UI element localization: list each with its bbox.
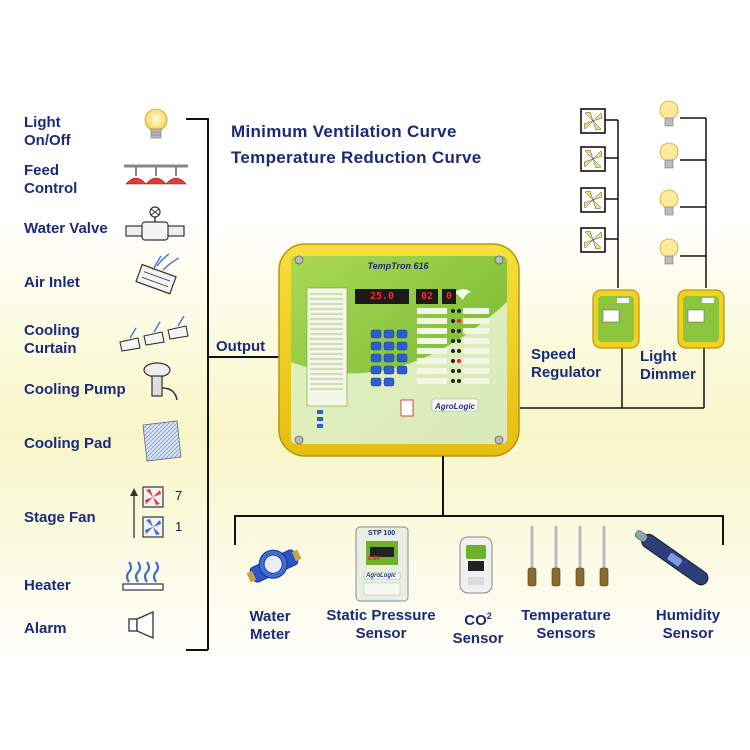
light-bulb-icon xyxy=(144,108,168,139)
stage-fan-top-number: 7 xyxy=(175,488,183,503)
display-a: 02 xyxy=(416,289,438,304)
light-dimmer-icon xyxy=(677,289,725,349)
output-label: Output xyxy=(216,338,266,355)
stage-fan-arrow-icon xyxy=(130,488,138,538)
stage-fan-1-icon xyxy=(142,516,164,538)
controller-logo: AgroLogic xyxy=(435,402,475,411)
label-alarm: Alarm xyxy=(24,620,67,637)
cooling-pump-icon xyxy=(143,362,178,401)
water-valve-icon xyxy=(125,206,185,241)
dimmer-bulb-icon-2 xyxy=(659,142,679,169)
label-stage-fan: Stage Fan xyxy=(24,509,96,526)
controller-brand: TempTron 616 xyxy=(367,261,429,271)
fan-icon-4 xyxy=(580,227,606,253)
label-water-valve: Water Valve xyxy=(24,220,108,237)
dimmer-bulb-icon-3 xyxy=(659,189,679,216)
dimmer-bulb-icon-4 xyxy=(659,238,679,265)
right-connections-icon xyxy=(520,117,707,409)
label-co2-sensor: CO2 Sensor xyxy=(452,611,504,647)
label-cooling-pad: Cooling Pad xyxy=(24,435,112,452)
output-connector xyxy=(208,356,280,358)
display-b: 0 xyxy=(442,289,456,304)
static-pressure-sensor-icon xyxy=(355,526,409,602)
co2-sensor-icon xyxy=(459,536,493,594)
air-inlet-icon xyxy=(135,253,180,295)
dimmer-bulb-icon-1 xyxy=(659,100,679,127)
left-bracket-vertical xyxy=(207,118,209,650)
temperature-sensors-icon xyxy=(527,526,609,587)
stp-display-value: 8.88 xyxy=(368,556,380,562)
sensor-bus xyxy=(234,515,724,517)
sensor-bus-drop xyxy=(442,456,444,516)
left-bracket-bottom xyxy=(186,649,208,651)
display-main: 25.0 xyxy=(355,289,409,304)
temptron-controller: TempTron 616 25.0 02 0 AgroLogic xyxy=(277,242,521,458)
cooling-pad-icon xyxy=(142,420,182,462)
left-bracket-top xyxy=(186,118,208,120)
feeder-icon xyxy=(124,164,188,185)
label-cooling-pump: Cooling Pump xyxy=(24,381,126,398)
cooling-curtain-icon xyxy=(119,315,189,352)
alarm-speaker-icon xyxy=(128,611,154,639)
fan-icon-2 xyxy=(580,146,606,172)
stage-fan-bottom-number: 1 xyxy=(175,519,183,534)
sensor-bus-right-tick xyxy=(722,515,724,545)
fan-icon-1 xyxy=(580,108,606,134)
title-minimum-ventilation: Minimum Ventilation Curve xyxy=(231,122,457,141)
label-air-inlet: Air Inlet xyxy=(24,274,80,291)
label-heater: Heater xyxy=(24,577,71,594)
stage-fan-7-icon xyxy=(142,486,164,508)
fan-icon-3 xyxy=(580,187,606,213)
title-temperature-reduction: Temperature Reduction Curve xyxy=(231,148,482,167)
sensor-bus-left-tick xyxy=(234,515,236,545)
water-meter-icon xyxy=(246,549,302,583)
humidity-sensor-icon xyxy=(634,530,709,586)
stp-logo: AgroLogic xyxy=(366,573,396,579)
stp-model-label: STP 100 xyxy=(368,530,396,537)
heater-icon xyxy=(122,561,164,591)
controller-body-icon xyxy=(278,243,520,457)
speed-regulator-icon xyxy=(592,289,640,349)
